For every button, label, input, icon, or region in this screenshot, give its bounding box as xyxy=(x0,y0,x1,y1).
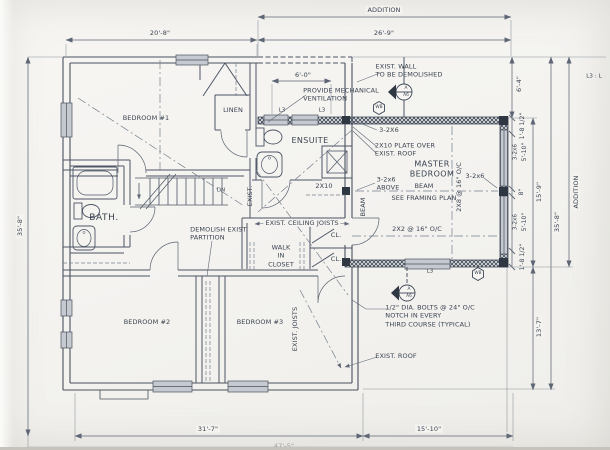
dim-26-9: 26'-9" xyxy=(371,28,397,38)
note-beam-horizontal: BEAM xyxy=(412,181,436,191)
dim-15-9: 15'-9" xyxy=(534,179,544,205)
room-label-ensuite: ENSUITE xyxy=(291,135,329,145)
room-label-master-bedroom: MASTER BEDROOM xyxy=(409,159,455,179)
note-post-3-2x6-right: 3-2x6 xyxy=(465,171,485,180)
dim-addition-top: ADDITION xyxy=(365,5,403,15)
dim-15-10: 15'-10" xyxy=(414,424,444,434)
dim-31-7: 31'-7" xyxy=(195,424,221,434)
note-mechanical-ventilation: PROVIDE MECHANICAL VENTILATION xyxy=(303,86,379,103)
dim-post-a: 3-2x6 xyxy=(512,143,519,161)
room-label-closet-b: CL. xyxy=(330,254,342,263)
centerlines xyxy=(63,60,500,383)
dim-6-0: 6'-0" xyxy=(293,70,313,80)
note-exist-wall-vertical: EXIST. xyxy=(245,185,254,207)
section-markers xyxy=(373,57,484,302)
section-marker-bottom-number: A6 xyxy=(406,294,412,300)
dim-1-8-half-b: 1'-8 1/2" xyxy=(519,243,527,271)
fixtures xyxy=(72,127,283,251)
note-demolish-partition: DEMOLISH EXIST. PARTITION xyxy=(190,225,248,242)
note-exist-joists: EXIST. JOISTS xyxy=(290,306,299,352)
note-3-2x6-above: 3-2x6 ABOVE xyxy=(376,175,400,192)
note-beam-vertical: BEAM xyxy=(358,197,367,217)
note-see-framing-plan: SEE FRAMING PLAN xyxy=(391,193,457,202)
room-label-closet-a: CL. xyxy=(330,230,342,239)
dim-8-inch: 8" xyxy=(518,188,526,196)
dim-20-8: 20'-8" xyxy=(147,28,173,38)
note-exist-wall-demolished: EXIST. WALL TO BE DEMOLISHED xyxy=(375,62,443,79)
dim-1-8-half-a: 1'-8 1/2" xyxy=(519,112,527,140)
existing-walls xyxy=(62,56,359,400)
dim-post-b: 3-2x6 xyxy=(512,213,519,231)
dim-35-8-left: 35'-8" xyxy=(15,213,25,239)
dim-13-7: 13'-7" xyxy=(534,314,544,340)
stairs xyxy=(135,173,228,210)
lintel-tag-l3-b: L3 xyxy=(318,107,326,114)
room-label-bedroom3: BEDROOM #3 xyxy=(236,317,284,326)
note-2x2-strapping: 2X2 @ 16" O/C xyxy=(392,224,442,233)
section-marker-bottom-letter: A xyxy=(407,287,411,293)
dim-47-5-total: 47'-5" xyxy=(273,441,295,450)
lintel-tag-l3-a: L3 xyxy=(278,107,286,114)
leader-lines xyxy=(206,72,498,368)
note-legend-cutoff: L3 : L xyxy=(586,73,602,80)
note-exist-roof: EXIST. ROOF xyxy=(375,351,417,360)
dim-35-8-right: 35'-8" xyxy=(552,209,562,235)
note-stairs-dn: DN xyxy=(216,187,226,194)
room-label-bedroom2: BEDROOM #2 xyxy=(123,317,171,326)
lintel-tag-l3-c: L3 xyxy=(426,268,434,275)
room-label-bedroom1: BEDROOM #1 xyxy=(122,113,170,122)
windows xyxy=(60,54,508,393)
framing-posts xyxy=(342,116,508,267)
dim-addition-right: ADDITION xyxy=(571,173,581,211)
note-exist-ceiling-joists: EXIST. CEILING JOISTS xyxy=(263,218,341,228)
room-label-linen: LINEN xyxy=(223,105,243,114)
extension-lines xyxy=(27,20,606,447)
room-label-bath: BATH. xyxy=(89,213,119,224)
demolished-wall xyxy=(258,56,353,64)
wb-symbol-bottom: WB xyxy=(474,271,482,277)
note-2x10-header: 2X10 xyxy=(313,181,335,191)
note-post-3-2x6-top: 3-2X6 xyxy=(379,125,399,134)
dim-5-10-b: 5'-10" xyxy=(521,212,529,232)
room-label-walk-in-closet: WALK IN CLOSET xyxy=(268,243,294,269)
doors xyxy=(117,130,380,304)
wb-symbol-top: WB xyxy=(375,105,383,111)
note-2x8-joists: 2X8 @ 16" O/C xyxy=(454,162,463,212)
note-anchor-bolts: 1/2" DIA. BOLTS @ 24" O/C NOTCH IN EVERY… xyxy=(385,303,475,329)
section-marker-top-letter: A xyxy=(404,86,408,92)
note-2x10-plate: 2X10 PLATE OVER EXIST. ROOF xyxy=(374,141,436,158)
section-marker-top-number: A6 xyxy=(403,93,409,99)
dim-6-4: 6'-4" xyxy=(514,76,523,92)
dim-5-10-a: 5'-10" xyxy=(521,142,529,162)
